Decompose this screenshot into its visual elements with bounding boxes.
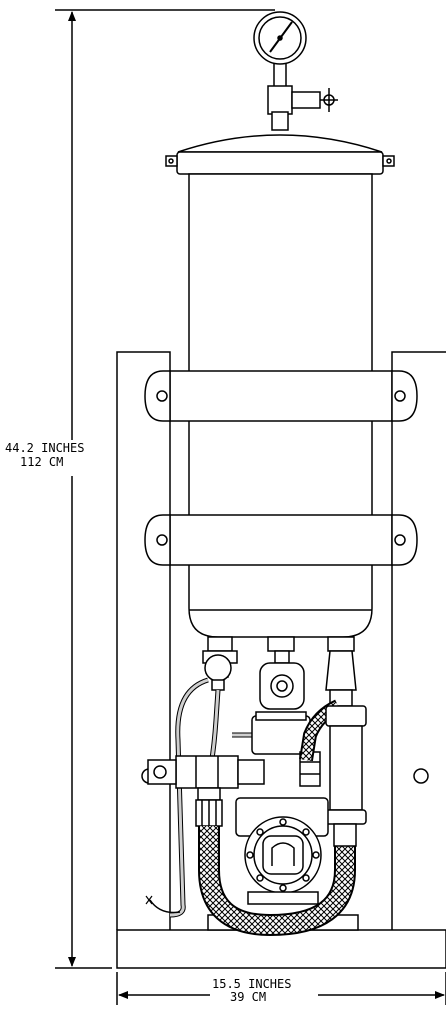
fitting-left-valve bbox=[204, 654, 232, 682]
lug-bolt-right bbox=[386, 158, 392, 164]
tank-top-flange bbox=[176, 151, 384, 175]
pump-inlet-stub bbox=[197, 787, 221, 801]
filter-top-cap bbox=[325, 705, 367, 727]
frame-left-panel bbox=[116, 351, 171, 930]
width-inches-label: 15.5 INCHES bbox=[212, 977, 291, 991]
valve-manifold bbox=[175, 755, 239, 789]
pump-bolt-8 bbox=[302, 874, 310, 882]
filter-bottom-cap bbox=[325, 809, 367, 825]
fitting-right-swivel bbox=[325, 650, 357, 691]
filter-outlet bbox=[333, 823, 357, 847]
tube-left-inner bbox=[169, 678, 209, 917]
manifold-port bbox=[153, 765, 167, 779]
pump-foot bbox=[247, 891, 319, 905]
band-upper-hole-left bbox=[156, 390, 168, 402]
solenoid-cap bbox=[255, 711, 307, 721]
fitting-left-nipple bbox=[207, 636, 233, 652]
gauge-hub bbox=[277, 35, 283, 41]
frame-base bbox=[116, 929, 446, 969]
pump bbox=[235, 797, 329, 905]
braided-hoses bbox=[198, 699, 356, 937]
manifold-right-block bbox=[237, 759, 265, 785]
height-cm-label: 112 CM bbox=[20, 455, 63, 469]
valve-body bbox=[291, 91, 321, 109]
pump-bolt-6 bbox=[302, 828, 310, 836]
tank-band-lower bbox=[144, 514, 418, 566]
width-dimension bbox=[116, 972, 446, 1005]
frame-right-panel bbox=[391, 351, 446, 930]
tank-dome bbox=[177, 134, 383, 153]
height-dimension bbox=[55, 9, 275, 969]
pump-bolt-4 bbox=[312, 851, 320, 859]
tank-fittings bbox=[202, 636, 357, 710]
gauge-tee bbox=[267, 85, 293, 115]
frame-bolt-right bbox=[413, 768, 429, 784]
tank-band-upper bbox=[144, 370, 418, 422]
wire-strand-b bbox=[145, 895, 153, 905]
pump-head-plate bbox=[262, 835, 304, 875]
band-lower bbox=[169, 514, 393, 566]
band-lower-hole-left bbox=[156, 534, 168, 546]
manifold-end-block bbox=[147, 759, 177, 785]
pump-bolt-2 bbox=[279, 884, 287, 892]
gauge-nipple bbox=[271, 111, 289, 131]
width-cm-label: 39 CM bbox=[230, 990, 266, 1004]
wire-lead bbox=[149, 899, 181, 914]
fitting-left-outlet bbox=[211, 679, 225, 691]
lug-bolt-left bbox=[168, 158, 174, 164]
pump-head-port bbox=[271, 842, 295, 866]
height-inches-label: 44.2 INCHES bbox=[5, 441, 84, 455]
filter-body bbox=[329, 725, 363, 811]
inline-filter bbox=[325, 705, 367, 847]
pressure-gauge bbox=[253, 11, 338, 131]
band-upper bbox=[169, 370, 393, 422]
solenoid-valve bbox=[147, 711, 321, 827]
fitting-center-hex bbox=[274, 650, 290, 664]
fitting-center-nipple bbox=[267, 636, 295, 652]
band-lower-hole-right bbox=[394, 534, 406, 546]
hose-loop-braid bbox=[200, 826, 354, 935]
fitting-right-nipple bbox=[327, 636, 355, 652]
fitting-center-port-inner bbox=[276, 680, 288, 692]
pump-bolt-3 bbox=[246, 851, 254, 859]
wire-end bbox=[145, 895, 153, 905]
pump-bolt-5 bbox=[256, 828, 264, 836]
band-upper-hole-right bbox=[394, 390, 406, 402]
pump-bolt-1 bbox=[279, 818, 287, 826]
pump-bolt-7 bbox=[256, 874, 264, 882]
